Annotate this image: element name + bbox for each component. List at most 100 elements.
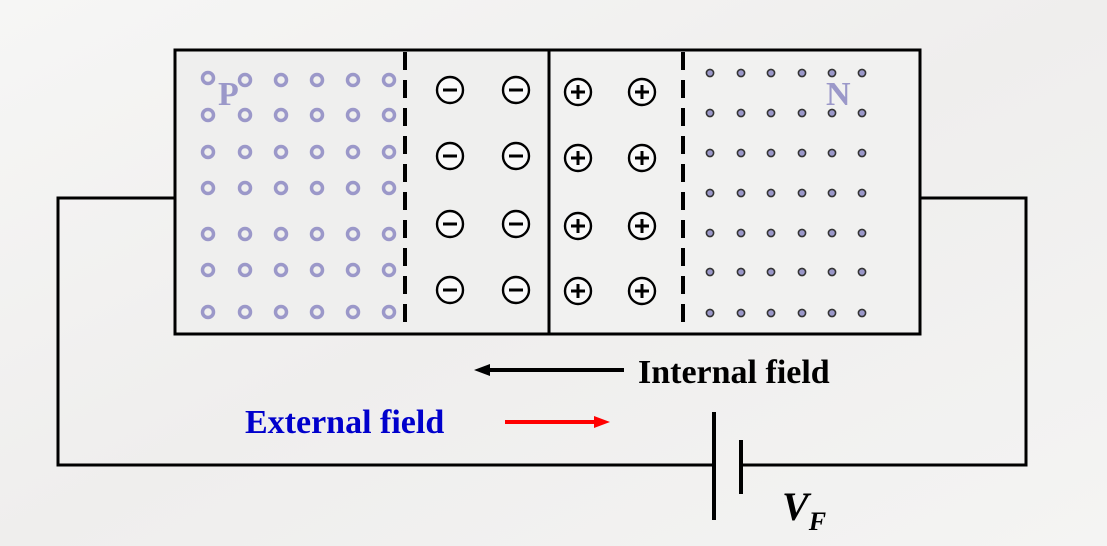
electron-dot-icon <box>827 68 837 78</box>
minus-circle-icon <box>435 209 465 239</box>
electron-dot-icon <box>736 267 746 277</box>
plus-circle-icon <box>563 276 593 306</box>
hole-circle-icon <box>309 180 325 196</box>
hole-circle-icon <box>345 262 361 278</box>
minus-circle-icon <box>435 275 465 305</box>
depletion-negative-ions <box>435 75 531 305</box>
hole-circle-icon <box>237 107 253 123</box>
p-region-label: P <box>218 76 239 113</box>
electron-dot-icon <box>827 267 837 277</box>
p-region-holes <box>200 70 397 320</box>
electron-dot-icon <box>827 188 837 198</box>
hole-circle-icon <box>237 226 253 242</box>
electron-dot-icon <box>766 68 776 78</box>
hole-circle-icon <box>345 304 361 320</box>
electron-dot-icon <box>827 108 837 118</box>
hole-circle-icon <box>237 180 253 196</box>
electron-dot-icon <box>705 267 715 277</box>
hole-circle-icon <box>345 144 361 160</box>
hole-circle-icon <box>381 262 397 278</box>
electron-dot-icon <box>705 308 715 318</box>
hole-circle-icon <box>273 72 289 88</box>
electron-dot-icon <box>705 148 715 158</box>
electron-dot-icon <box>736 68 746 78</box>
minus-circle-icon <box>501 209 531 239</box>
minus-circle-icon <box>435 75 465 105</box>
hole-circle-icon <box>309 262 325 278</box>
hole-circle-icon <box>200 226 216 242</box>
electron-dot-icon <box>766 308 776 318</box>
electron-dot-icon <box>797 267 807 277</box>
circuit-wire <box>56 196 1028 467</box>
electron-dot-icon <box>766 148 776 158</box>
electron-dot-icon <box>827 228 837 238</box>
electron-dot-icon <box>736 308 746 318</box>
electron-dot-icon <box>705 108 715 118</box>
electron-dot-icon <box>736 148 746 158</box>
external-field-label: External field <box>245 404 444 441</box>
hole-circle-icon <box>273 107 289 123</box>
plus-circle-icon <box>563 143 593 173</box>
hole-circle-icon <box>309 304 325 320</box>
hole-circle-icon <box>237 72 253 88</box>
hole-circle-icon <box>237 304 253 320</box>
electron-dot-icon <box>736 228 746 238</box>
electron-dot-icon <box>797 228 807 238</box>
minus-circle-icon <box>501 275 531 305</box>
hole-circle-icon <box>200 262 216 278</box>
hole-circle-icon <box>200 144 216 160</box>
plus-circle-icon <box>627 77 657 107</box>
hole-circle-icon <box>200 107 216 123</box>
hole-circle-icon <box>345 226 361 242</box>
hole-circle-icon <box>381 304 397 320</box>
n-region-electrons <box>705 68 867 318</box>
hole-circle-icon <box>273 144 289 160</box>
hole-circle-icon <box>381 72 397 88</box>
internal-field-label: Internal field <box>638 354 830 391</box>
hole-circle-icon <box>345 180 361 196</box>
electron-dot-icon <box>766 188 776 198</box>
internal-field-arrow <box>474 364 624 376</box>
electron-dot-icon <box>797 188 807 198</box>
hole-circle-icon <box>381 144 397 160</box>
hole-circle-icon <box>237 262 253 278</box>
electron-dot-icon <box>857 228 867 238</box>
p-region <box>175 50 549 334</box>
electron-dot-icon <box>857 108 867 118</box>
plus-circle-icon <box>627 211 657 241</box>
hole-circle-icon <box>273 262 289 278</box>
electron-dot-icon <box>827 148 837 158</box>
electron-dot-icon <box>705 228 715 238</box>
electron-dot-icon <box>857 267 867 277</box>
battery-voltage-subscript: F <box>808 507 826 536</box>
electron-dot-icon <box>797 68 807 78</box>
plus-circle-icon <box>627 143 657 173</box>
plus-circle-icon <box>563 77 593 107</box>
minus-circle-icon <box>435 141 465 171</box>
n-region-label: N <box>826 76 851 113</box>
electron-dot-icon <box>766 108 776 118</box>
hole-circle-icon <box>309 144 325 160</box>
electron-dot-icon <box>705 68 715 78</box>
battery-voltage-label: VF <box>782 484 826 536</box>
plus-circle-icon <box>627 276 657 306</box>
battery-voltage-main: V <box>782 484 812 529</box>
electron-dot-icon <box>827 308 837 318</box>
hole-circle-icon <box>309 107 325 123</box>
hole-circle-icon <box>273 304 289 320</box>
hole-circle-icon <box>200 304 216 320</box>
hole-circle-icon <box>237 144 253 160</box>
electron-dot-icon <box>857 188 867 198</box>
electron-dot-icon <box>857 148 867 158</box>
electron-dot-icon <box>736 108 746 118</box>
electron-dot-icon <box>857 68 867 78</box>
electron-dot-icon <box>797 148 807 158</box>
hole-circle-icon <box>345 107 361 123</box>
depletion-positive-ions <box>563 77 657 306</box>
electron-dot-icon <box>705 188 715 198</box>
minus-circle-icon <box>501 75 531 105</box>
hole-circle-icon <box>345 72 361 88</box>
minus-circle-icon <box>501 141 531 171</box>
electron-dot-icon <box>857 308 867 318</box>
